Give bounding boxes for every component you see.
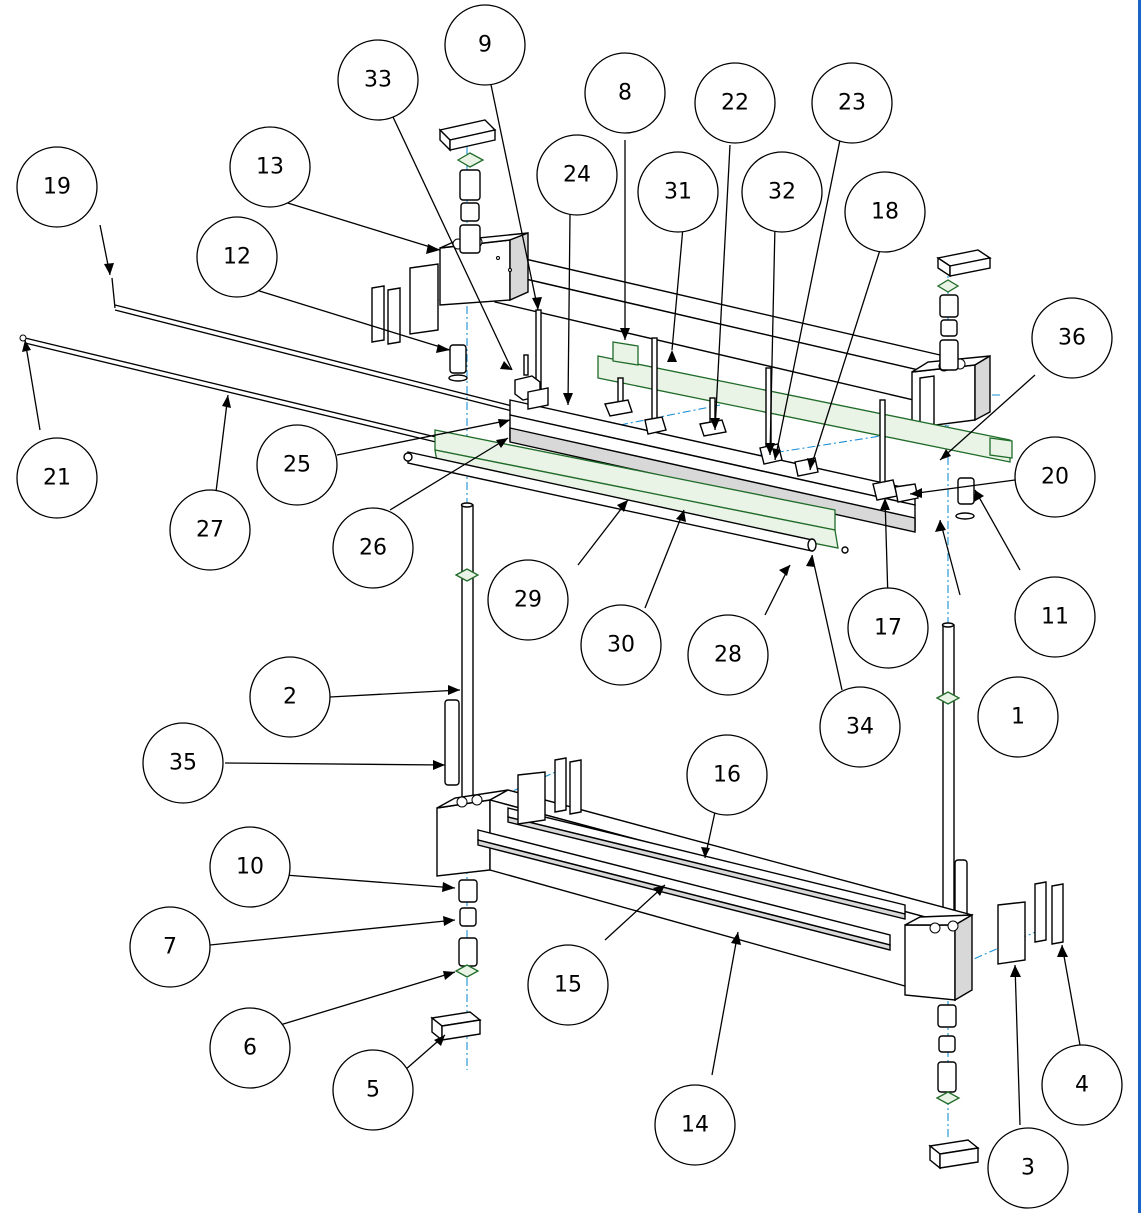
balloon-34: 34 [819, 686, 901, 768]
rods [19, 277, 521, 444]
balloon-8: 8 [584, 52, 666, 134]
balloon-label: 35 [169, 751, 197, 776]
balloon-35: 35 [142, 722, 224, 804]
upper-frame [371, 231, 991, 429]
balloon-label: 22 [721, 91, 749, 116]
balloon-label: 18 [871, 200, 899, 225]
balloon-32: 32 [741, 151, 823, 233]
balloon-label: 8 [618, 81, 632, 106]
balloon-29: 29 [487, 559, 569, 641]
balloon-18: 18 [844, 171, 926, 253]
balloon-label: 3 [1021, 1156, 1035, 1181]
balloon-label: 36 [1058, 326, 1086, 351]
balloon-33: 33 [337, 39, 419, 121]
balloon-label: 27 [196, 518, 224, 543]
balloon-12: 12 [196, 216, 278, 298]
balloon-11: 11 [1014, 576, 1096, 658]
balloon-16: 16 [686, 734, 768, 816]
balloon-26: 26 [332, 507, 414, 589]
balloon-label: 14 [681, 1113, 709, 1138]
balloon-1: 1 [977, 676, 1059, 758]
balloon-label: 16 [713, 763, 741, 788]
bushing-stack-bottom-left [430, 879, 482, 1042]
balloon-label: 23 [838, 91, 866, 116]
balloon-21: 21 [16, 437, 98, 519]
balloon-36: 36 [1031, 297, 1113, 379]
balloon-24: 24 [536, 134, 618, 216]
balloon-19: 19 [16, 146, 98, 228]
balloon-label: 9 [478, 33, 492, 58]
lower-frame [436, 757, 1064, 1002]
tube [403, 451, 849, 554]
balloon-6: 6 [209, 1007, 291, 1089]
balloon-label: 28 [714, 643, 742, 668]
bushing-stack-bottom-right [928, 1004, 980, 1170]
balloon-2: 2 [249, 656, 331, 738]
balloon-20: 20 [1014, 436, 1096, 518]
balloon-label: 21 [43, 466, 71, 491]
posts [444, 502, 968, 926]
balloon-label: 10 [236, 855, 264, 880]
balloon-9: 9 [444, 4, 526, 86]
balloon-label: 26 [359, 536, 387, 561]
balloon-7: 7 [129, 906, 211, 988]
perforated-plate-upper [597, 341, 1013, 463]
balloon-22: 22 [694, 62, 776, 144]
balloon-label: 30 [607, 633, 635, 658]
balloon-31: 31 [637, 151, 719, 233]
balloon-5: 5 [332, 1049, 414, 1131]
balloon-label: 5 [366, 1078, 380, 1103]
balloon-10: 10 [209, 826, 291, 908]
pins [514, 309, 919, 503]
balloon-4: 4 [1041, 1044, 1123, 1126]
balloon-label: 34 [846, 715, 874, 740]
balloon-label: 29 [514, 588, 542, 613]
balloon-label: 4 [1075, 1073, 1089, 1098]
balloon-label: 25 [283, 453, 311, 478]
balloon-label: 2 [283, 685, 297, 710]
balloon-label: 20 [1041, 465, 1069, 490]
balloon-label: 32 [768, 180, 796, 205]
balloon-label: 11 [1041, 605, 1069, 630]
balloon-label: 33 [364, 68, 392, 93]
balloon-15: 15 [527, 944, 609, 1026]
leader-lines [22, 79, 1081, 1126]
window-edge-line [1138, 0, 1141, 1213]
balloon-30: 30 [580, 604, 662, 686]
bushing-stack-top-right [936, 249, 992, 520]
balloon-17: 17 [847, 587, 929, 669]
balloon-23: 23 [811, 62, 893, 144]
balloon-label: 1 [1011, 705, 1025, 730]
balloon-13: 13 [229, 126, 311, 208]
balloon-label: 31 [664, 180, 692, 205]
balloon-27: 27 [169, 489, 251, 571]
balloon-label: 17 [874, 616, 902, 641]
balloon-28: 28 [687, 614, 769, 696]
balloon-label: 7 [163, 935, 177, 960]
balloon-label: 19 [43, 175, 71, 200]
balloon-label: 24 [563, 163, 591, 188]
balloon-label: 6 [243, 1036, 257, 1061]
bushing-stack-top-left [438, 119, 497, 382]
balloon-3: 3 [987, 1127, 1069, 1209]
balloon-label: 13 [256, 155, 284, 180]
balloon-label: 15 [554, 973, 582, 998]
balloon-25: 25 [256, 424, 338, 506]
balloon-14: 14 [654, 1084, 736, 1166]
balloon-label: 12 [223, 245, 251, 270]
